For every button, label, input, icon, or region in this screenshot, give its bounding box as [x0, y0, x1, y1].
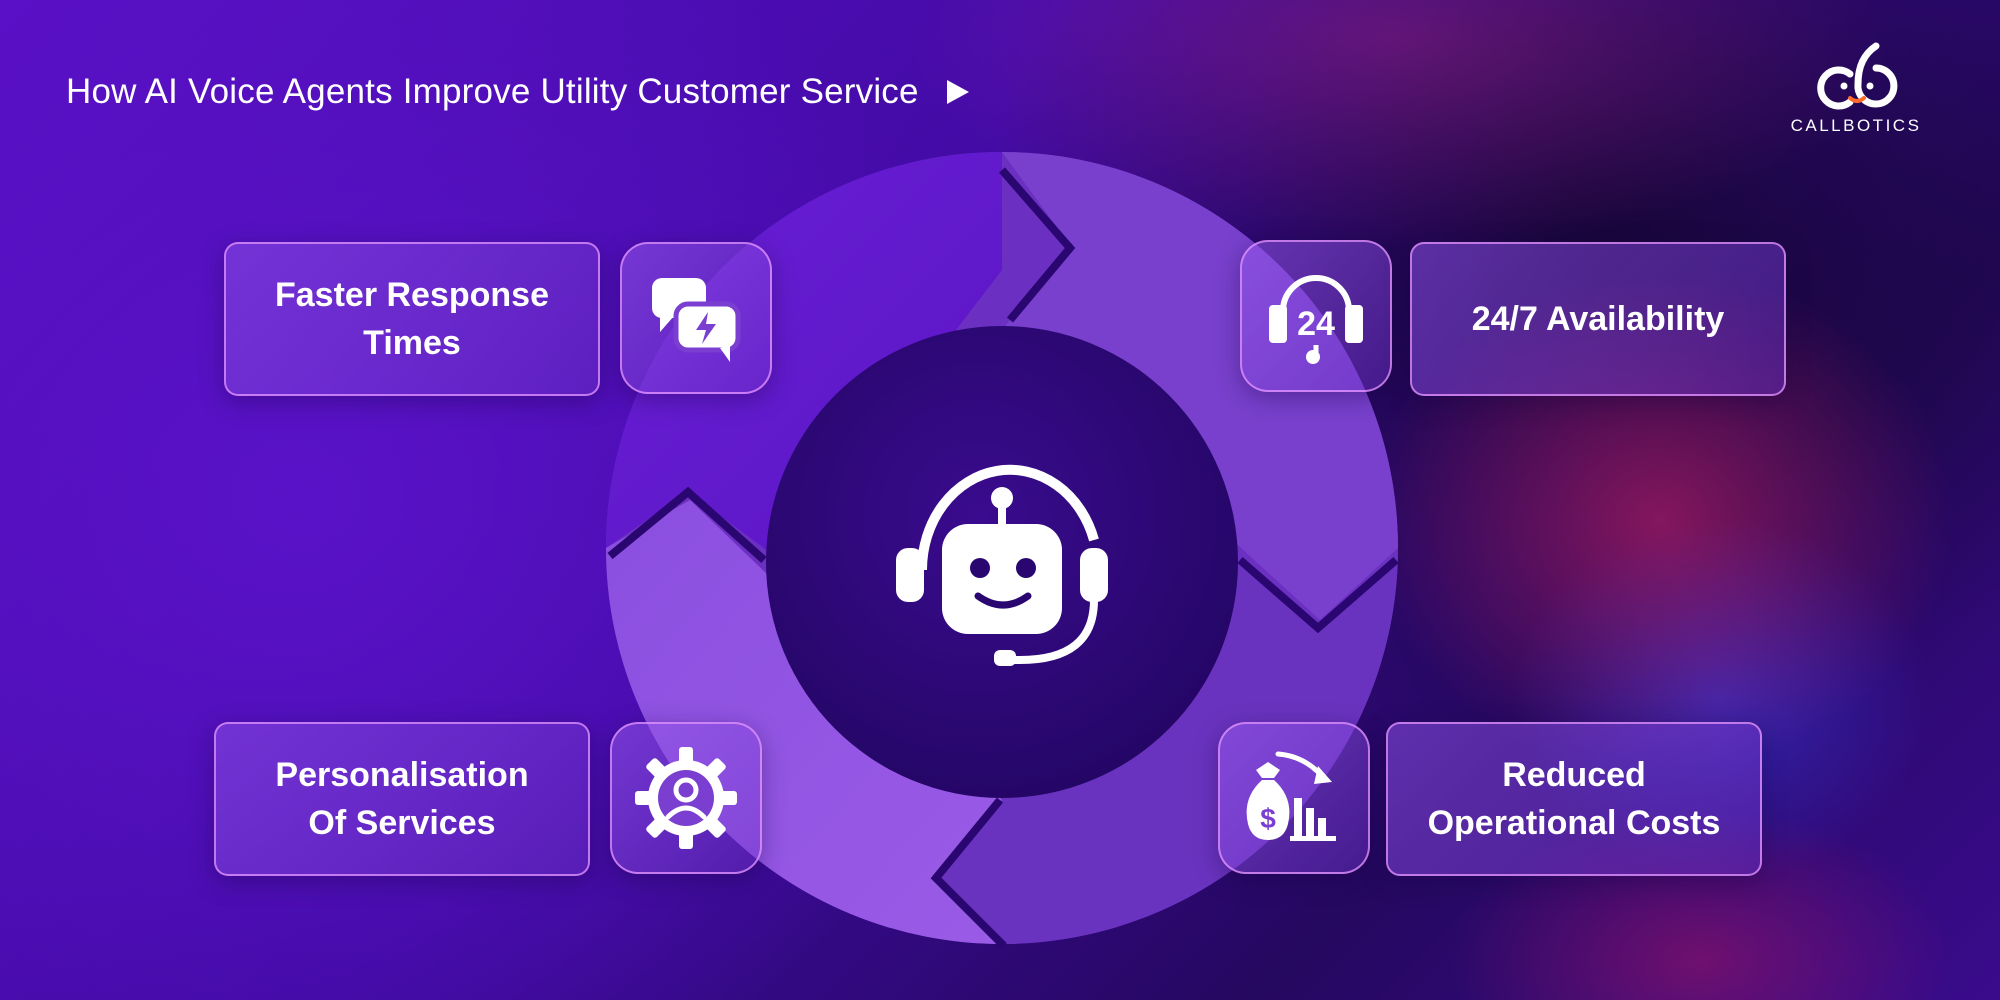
benefit-label-faster-response: Faster Response Times [275, 276, 549, 362]
headset-24-icon: 24 [1269, 275, 1363, 364]
benefit-icon-tile-costs: $ [1218, 722, 1370, 874]
brand-name: CALLBOTICS [1790, 116, 1922, 135]
arrow-notch-top [998, 167, 1076, 323]
money-bag-chart-icon: $ [1246, 751, 1336, 841]
robot-headset-icon [896, 464, 1108, 666]
page-title: How AI Voice Agents Improve Utility Cust… [66, 72, 919, 111]
benefit-card-costs: Reduced Operational Costs [1386, 722, 1762, 876]
benefit-card-availability: 24/7 Availability [1410, 242, 1786, 396]
ring-segment-bottom-right [936, 548, 1398, 944]
arrow-notch-right [1237, 556, 1399, 634]
benefit-label-costs: Reduced Operational Costs [1427, 756, 1721, 842]
arrow-notch-bottom [930, 797, 1007, 949]
benefit-icon-tile-availability: 24 [1240, 240, 1392, 392]
callbotics-logo-icon [1817, 42, 1898, 110]
benefit-card-personalisation: Personalisation Of Services [214, 722, 590, 876]
ring-segment-top-left [606, 152, 1002, 560]
callbotics-logo: CALLBOTICS [1766, 40, 1946, 140]
ring-segment-top-right [1002, 152, 1398, 620]
svg-text:24: 24 [1297, 305, 1335, 343]
benefit-label-personalisation: Personalisation Of Services [275, 756, 529, 842]
benefit-icon-tile-personalisation [610, 722, 762, 874]
user-gear-icon [635, 747, 737, 849]
benefit-card-faster-response: Faster Response Times [224, 242, 600, 396]
play-icon [946, 80, 969, 104]
svg-text:$: $ [1260, 803, 1276, 834]
header: How AI Voice Agents Improve Utility Cust… [66, 66, 971, 118]
ring-segment-bottom-left [606, 500, 1002, 944]
benefit-label-availability: 24/7 Availability [1471, 300, 1725, 338]
benefit-icon-tile-faster-response [620, 242, 772, 394]
chat-lightning-icon [652, 278, 741, 362]
arrow-notch-left [607, 486, 767, 563]
